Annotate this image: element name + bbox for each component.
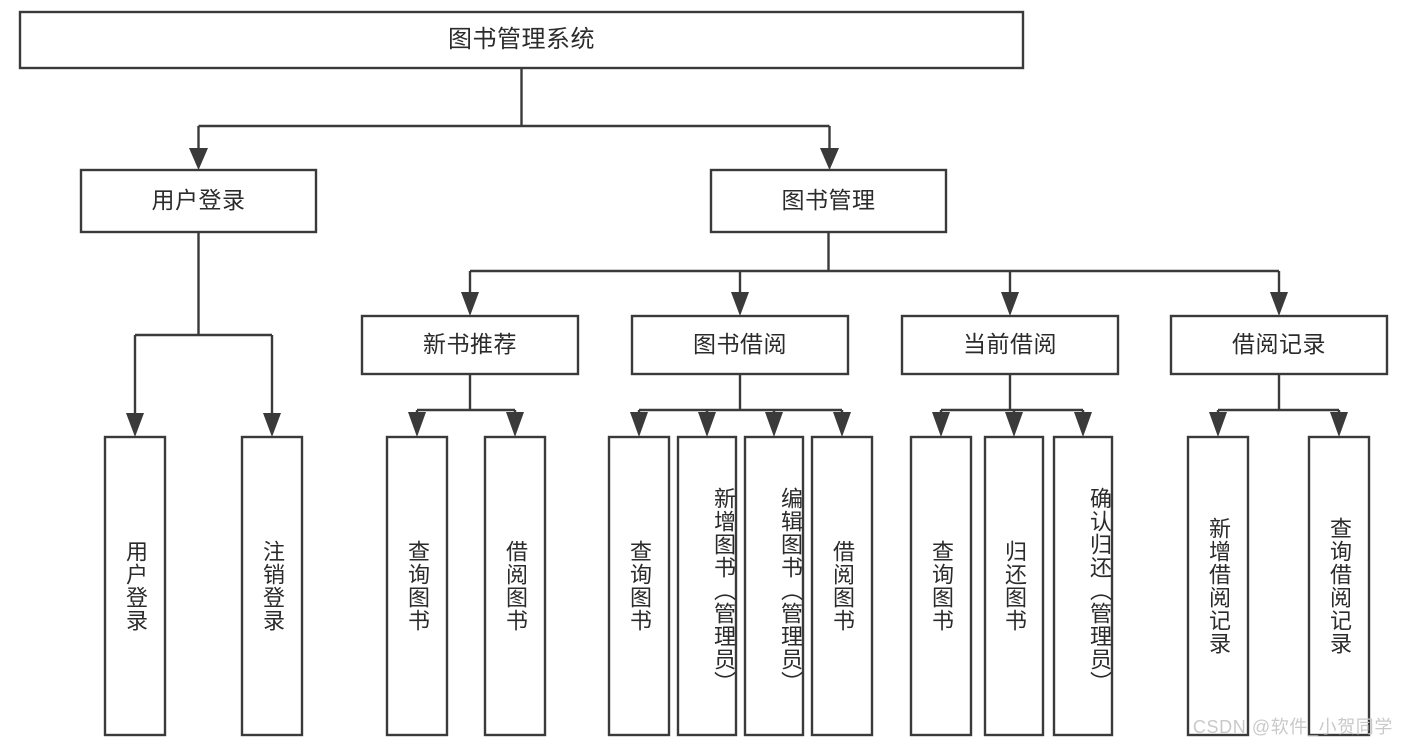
node-box-book-borrow[interactable] xyxy=(630,314,850,376)
node-box-leaf-return-book[interactable] xyxy=(983,435,1045,737)
node-box-leaf-borrow-book[interactable] xyxy=(810,435,874,737)
node-box-book-manage[interactable] xyxy=(709,168,948,234)
node-box-leaf-borrow-book-rec[interactable] xyxy=(483,435,547,737)
arrow-cb-to-leaf2 xyxy=(1005,412,1023,437)
arrow-bm-to-borrowrecord xyxy=(1270,292,1288,316)
node-box-leaf-confirm-return[interactable] xyxy=(1052,435,1114,737)
csdn-watermark: CSDN @软件_小贺同学 xyxy=(1192,717,1393,737)
arrow-bm-to-bookborrow xyxy=(731,292,749,316)
box-layer xyxy=(18,10,1389,737)
node-box-leaf-query-book-cur[interactable] xyxy=(909,435,973,737)
arrow-bm-to-newbook xyxy=(461,292,479,316)
arrow-ul-to-leaf1 xyxy=(126,413,144,437)
arrow-nb-to-leaf2 xyxy=(506,412,524,437)
arrow-bb-to-leaf3 xyxy=(765,412,783,437)
arrow-cb-to-leaf3 xyxy=(1074,412,1092,437)
node-box-leaf-user-login[interactable] xyxy=(103,435,167,737)
node-box-leaf-query-record[interactable] xyxy=(1307,435,1371,737)
node-box-user-login[interactable] xyxy=(79,168,318,234)
node-box-leaf-query-book-rec[interactable] xyxy=(385,435,449,737)
node-box-leaf-user-logout[interactable] xyxy=(240,435,304,737)
node-box-leaf-edit-book[interactable] xyxy=(743,435,805,737)
arrow-br-to-leaf2 xyxy=(1330,412,1348,437)
arrow-ul-to-leaf2 xyxy=(263,413,281,437)
arrow-bb-to-leaf2 xyxy=(698,412,716,437)
arrow-root-to-book-manage xyxy=(820,148,839,170)
node-box-new-book-recommend[interactable] xyxy=(360,314,580,376)
arrow-bb-to-leaf4 xyxy=(833,412,851,437)
node-box-current-borrow[interactable] xyxy=(900,314,1120,376)
node-box-root[interactable] xyxy=(18,10,1025,70)
arrow-cb-to-leaf1 xyxy=(932,412,950,437)
arrow-br-to-leaf1 xyxy=(1209,412,1227,437)
arrow-bm-to-currentborrow xyxy=(1001,292,1019,316)
node-box-borrow-record[interactable] xyxy=(1169,314,1389,376)
node-box-leaf-add-book[interactable] xyxy=(676,435,738,737)
connector-layer xyxy=(126,68,1348,437)
node-box-leaf-add-record[interactable] xyxy=(1186,435,1250,737)
arrow-bb-to-leaf1 xyxy=(630,412,648,437)
arrow-nb-to-leaf1 xyxy=(408,412,426,437)
arrow-root-to-user-login xyxy=(189,148,208,170)
node-box-leaf-query-book-borrow[interactable] xyxy=(607,435,671,737)
